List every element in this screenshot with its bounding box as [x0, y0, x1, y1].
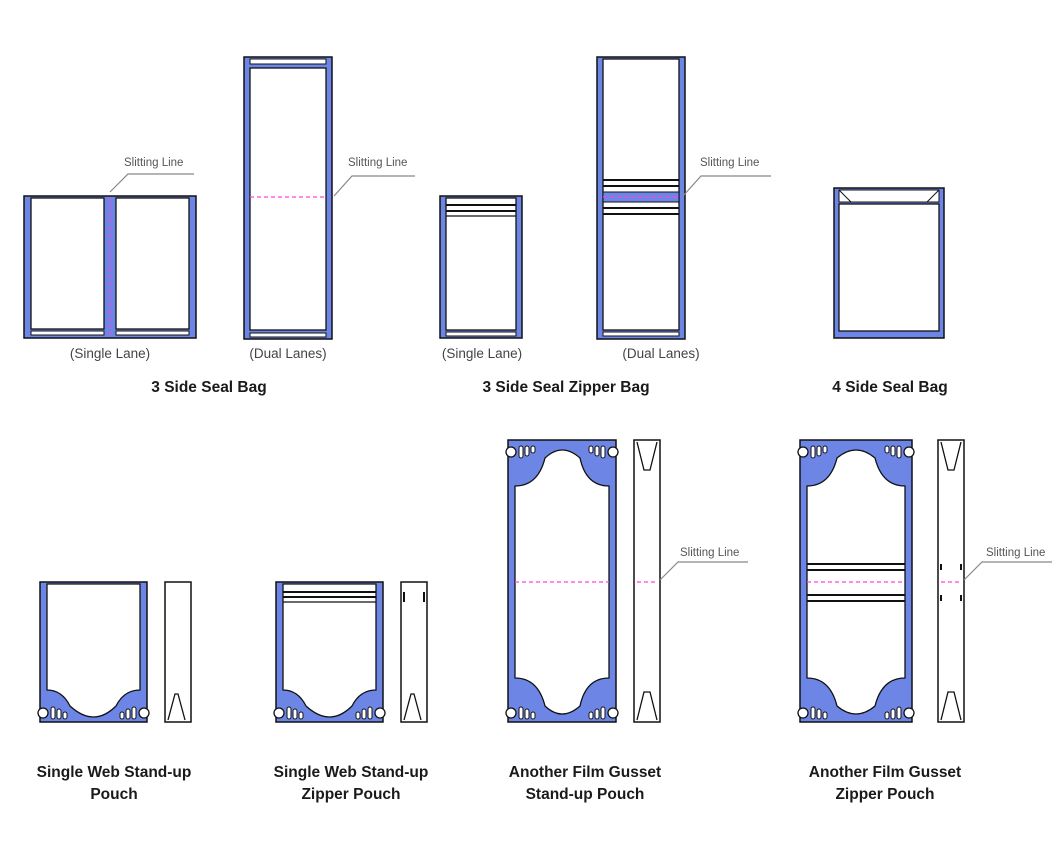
title-gusset-pouch-line1: Another Film Gusset: [509, 764, 661, 781]
single-web-pouch: [37, 581, 150, 723]
slitting-label-3: Slitting Line: [700, 157, 759, 169]
zipper-bag-single-lane: [439, 195, 523, 339]
three-side-seal-single-lane: [23, 195, 197, 339]
label-zipper-dual: (Dual Lanes): [622, 346, 699, 361]
title-web-pouch-line1: Single Web Stand-up: [37, 764, 192, 781]
title-3-side-seal-zipper-bag: 3 Side Seal Zipper Bag: [482, 379, 649, 396]
slitting-callout-1: Slitting Line: [109, 157, 194, 193]
slitting-callout-3: Slitting Line: [682, 157, 771, 197]
single-web-pouch-side-profile: [164, 581, 192, 723]
slitting-callout-4: Slitting Line: [659, 547, 748, 581]
label-3side-dual: (Dual Lanes): [249, 346, 326, 361]
slitting-label-5: Slitting Line: [986, 547, 1045, 559]
title-gusset-zipper-line1: Another Film Gusset: [809, 764, 961, 781]
zipper-bag-dual-lanes: [596, 56, 686, 340]
title-gusset-zipper-line2: Zipper Pouch: [835, 786, 934, 803]
four-side-seal-bag: [833, 187, 945, 339]
slitting-callout-5: Slitting Line: [963, 547, 1052, 581]
three-side-seal-dual-lanes: [243, 56, 333, 340]
title-web-pouch-line2: Pouch: [90, 786, 137, 803]
gusset-zipper-pouch: [797, 439, 915, 723]
title-3-side-seal-bag: 3 Side Seal Bag: [151, 379, 266, 396]
slitting-label-4: Slitting Line: [680, 547, 739, 559]
slitting-label-2: Slitting Line: [348, 157, 407, 169]
label-3side-single: (Single Lane): [70, 346, 150, 361]
title-gusset-pouch-line2: Stand-up Pouch: [526, 786, 645, 803]
slitting-callout-2: Slitting Line: [333, 157, 415, 197]
gusset-pouch-side-profile: [633, 439, 661, 723]
label-zipper-single: (Single Lane): [442, 346, 522, 361]
gusset-stand-up-pouch: [505, 439, 619, 723]
title-4-side-seal-bag: 4 Side Seal Bag: [832, 379, 947, 396]
slitting-label-1: Slitting Line: [124, 157, 183, 169]
gusset-zipper-side-profile: [937, 439, 965, 723]
title-web-zipper-line1: Single Web Stand-up: [274, 764, 429, 781]
title-web-zipper-line2: Zipper Pouch: [301, 786, 400, 803]
single-web-zipper-side-profile: [400, 581, 428, 723]
single-web-zipper-pouch: [273, 581, 386, 723]
